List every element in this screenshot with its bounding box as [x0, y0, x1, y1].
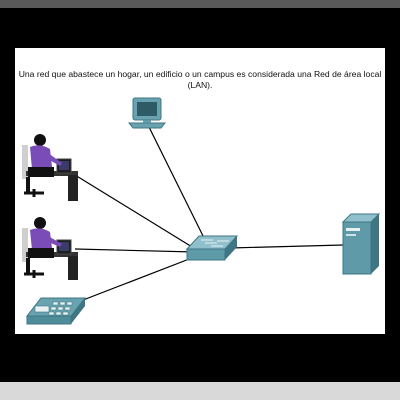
network-links — [64, 124, 344, 308]
caption-line-1: Una red que abastece un hogar, un edific… — [18, 69, 382, 79]
link-monitor-switch — [147, 124, 209, 247]
link-phone-switch — [64, 255, 198, 308]
server-icon — [341, 213, 381, 275]
link-user1-switch — [74, 174, 198, 251]
lan-slide: Una red que abastece un hogar, un edific… — [15, 48, 385, 334]
top-bar — [0, 0, 400, 8]
ip-phone-icon — [25, 297, 87, 325]
monitor-icon — [127, 97, 167, 129]
caption-line-2: (LAN). — [187, 80, 213, 90]
link-switch-server — [229, 244, 344, 249]
switch-icon — [185, 235, 239, 261]
bottom-bar — [0, 382, 400, 400]
user-at-computer-icon — [22, 134, 78, 201]
lan-diagram — [22, 97, 381, 325]
lan-caption: Una red que abastece un hogar, un edific… — [15, 69, 385, 91]
link-user2-switch — [74, 248, 196, 253]
user-at-computer-icon — [22, 217, 78, 280]
